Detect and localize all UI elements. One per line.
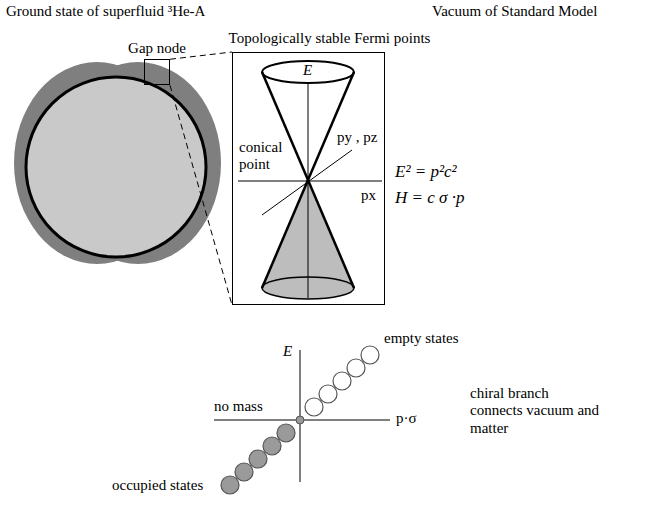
zero-state <box>296 416 304 424</box>
axis-label: p·σ <box>396 410 417 427</box>
state-dot <box>235 463 253 481</box>
state-dot <box>263 437 281 455</box>
equation: E² = p²c² <box>395 162 457 182</box>
axis-label: E <box>283 343 292 360</box>
state-dot <box>221 476 239 494</box>
occupied-states <box>221 424 295 494</box>
fermi-sphere <box>26 77 206 257</box>
state-dot <box>347 359 365 377</box>
axis <box>308 84 309 298</box>
state-dot <box>319 385 337 403</box>
heading: Topologically stable Fermi points <box>0 30 659 47</box>
state-dot <box>305 398 323 416</box>
zoom-leader <box>170 52 232 305</box>
gap-node-tag: Gap node <box>122 40 192 85</box>
axis <box>262 150 352 215</box>
zoom-box: Econical point py , pz px <box>232 52 385 305</box>
gap-node-box <box>144 59 170 85</box>
equation: H = c σ ·p <box>395 188 464 208</box>
node-label: py , pz <box>337 129 377 146</box>
note: occupied states <box>112 477 203 494</box>
note: no mass <box>214 398 263 415</box>
cone-rim <box>262 61 354 83</box>
note: chiral branch connects vacuum and matter <box>470 385 600 437</box>
state-dot <box>333 372 351 390</box>
empty-states <box>305 346 379 416</box>
node-label: px <box>361 187 376 204</box>
state-dot <box>249 450 267 468</box>
node-label: Gap node <box>122 40 192 57</box>
state-dot <box>361 346 379 364</box>
node-label: conical point <box>239 139 289 174</box>
side-heading: Vacuum of Standard Model <box>432 3 597 20</box>
state-dot <box>277 424 295 442</box>
note: empty states <box>384 330 459 347</box>
side-heading: Ground state of superfluid ³He-A <box>6 3 205 20</box>
node-label: E <box>303 62 312 79</box>
